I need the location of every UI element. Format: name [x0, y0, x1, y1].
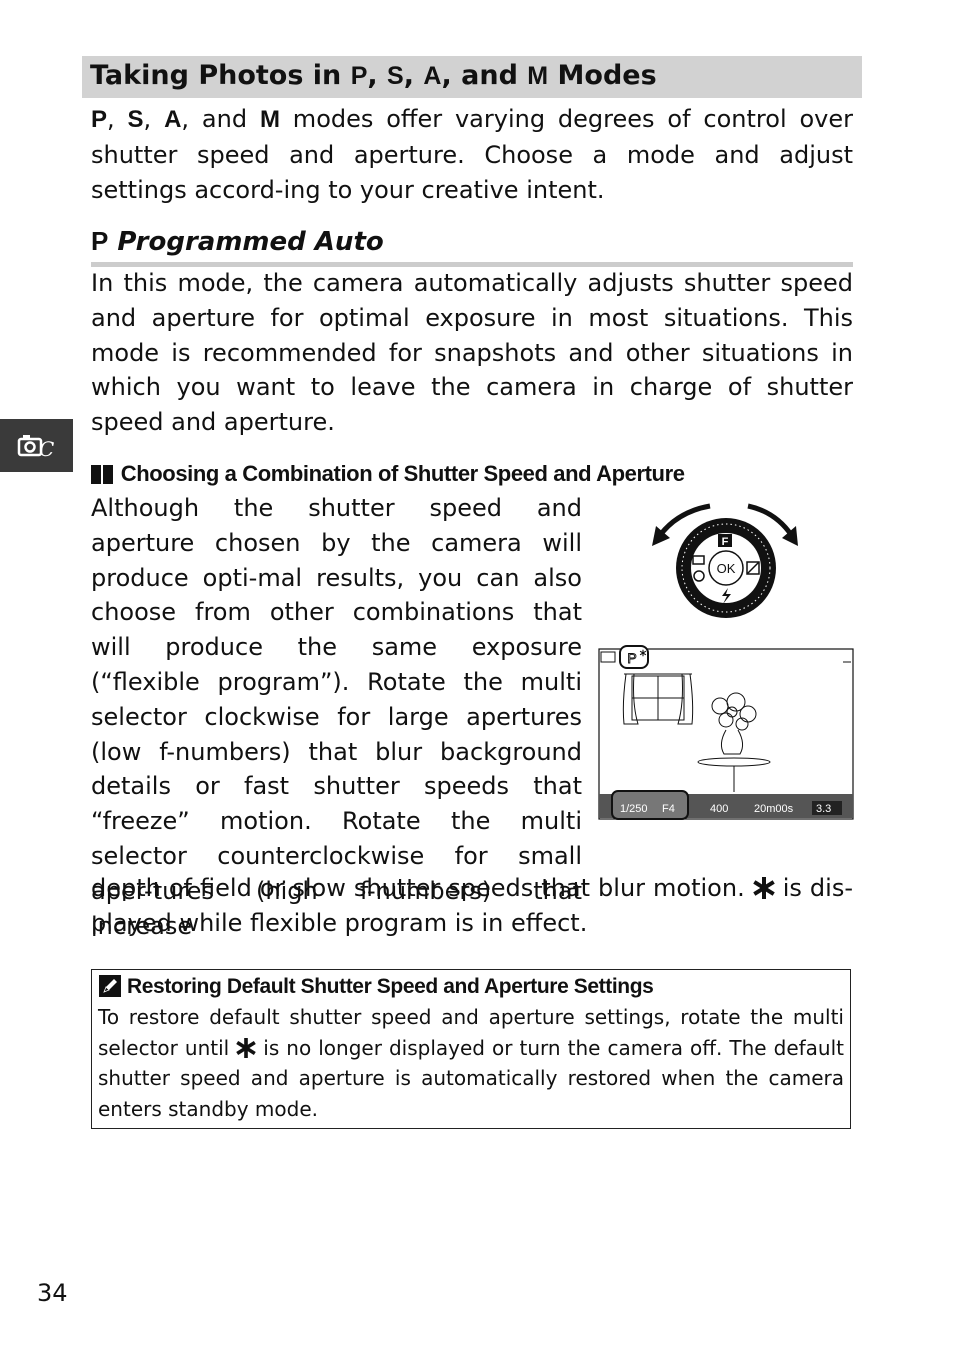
svg-text:C: C — [39, 437, 54, 460]
svg-text:1/250: 1/250 — [620, 803, 648, 815]
svg-text:20m00s: 20m00s — [754, 803, 794, 815]
note-title: Restoring Default Shutter Speed and Aper… — [99, 972, 654, 1002]
heading-marker — [103, 465, 113, 484]
heading-marker — [91, 465, 101, 484]
pencil-icon — [99, 975, 121, 997]
svg-text:F: F — [722, 536, 729, 548]
ok-button — [708, 550, 744, 586]
flexible-program-asterisk-icon — [752, 877, 775, 899]
page-number: 34 — [37, 1279, 68, 1307]
flexible-program-heading: Choosing a Combination of Shutter Speed … — [91, 458, 685, 490]
flexible-program-asterisk-icon — [639, 649, 647, 657]
svg-text:400: 400 — [710, 803, 728, 815]
multi-selector-diagram: OK F — [652, 503, 798, 618]
exposure-comp-icon — [746, 561, 760, 575]
flash-icon — [722, 588, 731, 604]
clockwise-arrowhead — [782, 526, 798, 546]
intro-paragraph: P, S, A, and M modes offer varying degre… — [91, 105, 854, 204]
self-timer-icon — [693, 570, 705, 582]
chapter-tab: C — [0, 419, 73, 472]
heading-underline — [91, 262, 853, 267]
camera-c-icon: C — [17, 434, 54, 460]
monitor-display-illustration: P 1/250 F4 400 20m00s 3.3 — [598, 645, 854, 820]
svg-text:F4: F4 — [662, 803, 675, 815]
section-title: Taking Photos in P, S, A, and M Modes — [90, 60, 657, 91]
flexible-program-text-tail: depth of field or slow shutter speeds th… — [91, 874, 854, 937]
flower-vase-drawing — [697, 692, 771, 792]
flexible-program-text: Although the shutter speed and aperture … — [91, 494, 582, 940]
svg-text:3.3: 3.3 — [816, 803, 831, 815]
ok-label: OK — [717, 561, 736, 576]
window-drawing — [622, 673, 694, 725]
shutter-aperture-highlight — [611, 790, 689, 820]
note-text: To restore default shutter speed and ape… — [98, 1005, 845, 1122]
flexible-program-asterisk-icon — [236, 1037, 257, 1058]
programmed-auto-heading: P Programmed Auto — [91, 226, 384, 257]
counterclockwise-arrowhead — [652, 526, 670, 546]
release-mode-icon — [692, 555, 705, 565]
section-header-bar — [82, 56, 862, 98]
programmed-auto-description: In this mode, the camera automatically a… — [91, 269, 853, 437]
note-box: Restoring Default Shutter Speed and Aper… — [91, 969, 851, 1129]
svg-text:P: P — [627, 650, 636, 666]
